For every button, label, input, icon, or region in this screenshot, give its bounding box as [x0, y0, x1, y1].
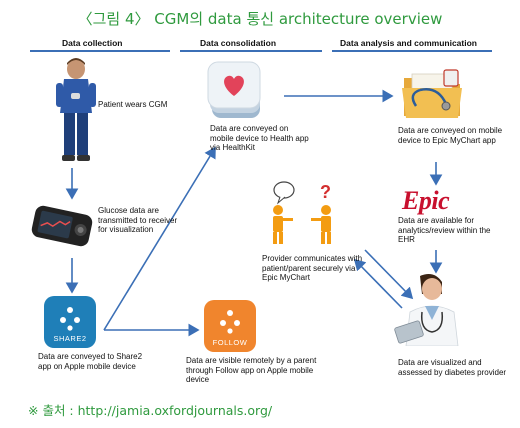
arrow-provider-to-doctor [364, 249, 414, 300]
label-patient: Patient wears CGM [98, 100, 168, 109]
source-note: ※ 출처 : http://jamia.oxfordjournals.org/ [28, 403, 273, 418]
arrow-doctor-to-provider [353, 258, 403, 309]
label-healthkit: Data are conveyed on mobile device to He… [210, 124, 309, 152]
folder-stethoscope-icon [402, 69, 462, 118]
header-data-collection: Data collection [62, 38, 123, 48]
label-mychart: Data are conveyed on mobile device to Ep… [398, 126, 503, 145]
label-doctor: Data are visualized and assessed by diab… [398, 358, 507, 377]
share2-dots-icon [60, 307, 80, 331]
receiver-device-icon [31, 205, 93, 247]
label-follow: Data are visible remotely by a parent th… [186, 356, 317, 384]
svg-text:?: ? [320, 182, 331, 202]
figure-title: 〈그림 4〉 CGM의 data 통신 architecture overvie… [77, 10, 443, 28]
doctor-icon [394, 274, 459, 346]
header-data-analysis: Data analysis and communication [340, 38, 477, 48]
header-rule-analysis [332, 50, 492, 52]
arrow-share2-to-healthkit [103, 146, 216, 331]
health-app-icon [207, 61, 261, 118]
epic-logo: Epic [402, 186, 450, 215]
header-data-consolidation: Data consolidation [200, 38, 277, 48]
follow-app-label: FOLLOW [212, 338, 248, 347]
label-share2: Data are conveyed to Share2 app on Apple… [38, 352, 143, 371]
provider-figures-icon: ? [273, 181, 331, 244]
follow-app-icon: FOLLOW [204, 300, 256, 352]
child-icon [56, 58, 96, 161]
share2-app-label: SHARE2 [53, 334, 87, 343]
header-rule-collection [30, 50, 170, 52]
header-rule-consolidation [180, 50, 322, 52]
label-provider: Provider communicates with patient/paren… [262, 254, 363, 282]
label-ehr: Data are available for analytics/review … [398, 216, 491, 244]
follow-dots-icon [220, 310, 240, 334]
share2-app-icon: SHARE2 [44, 296, 96, 348]
label-receiver: Glucose data are transmitted to receiver… [98, 206, 178, 234]
